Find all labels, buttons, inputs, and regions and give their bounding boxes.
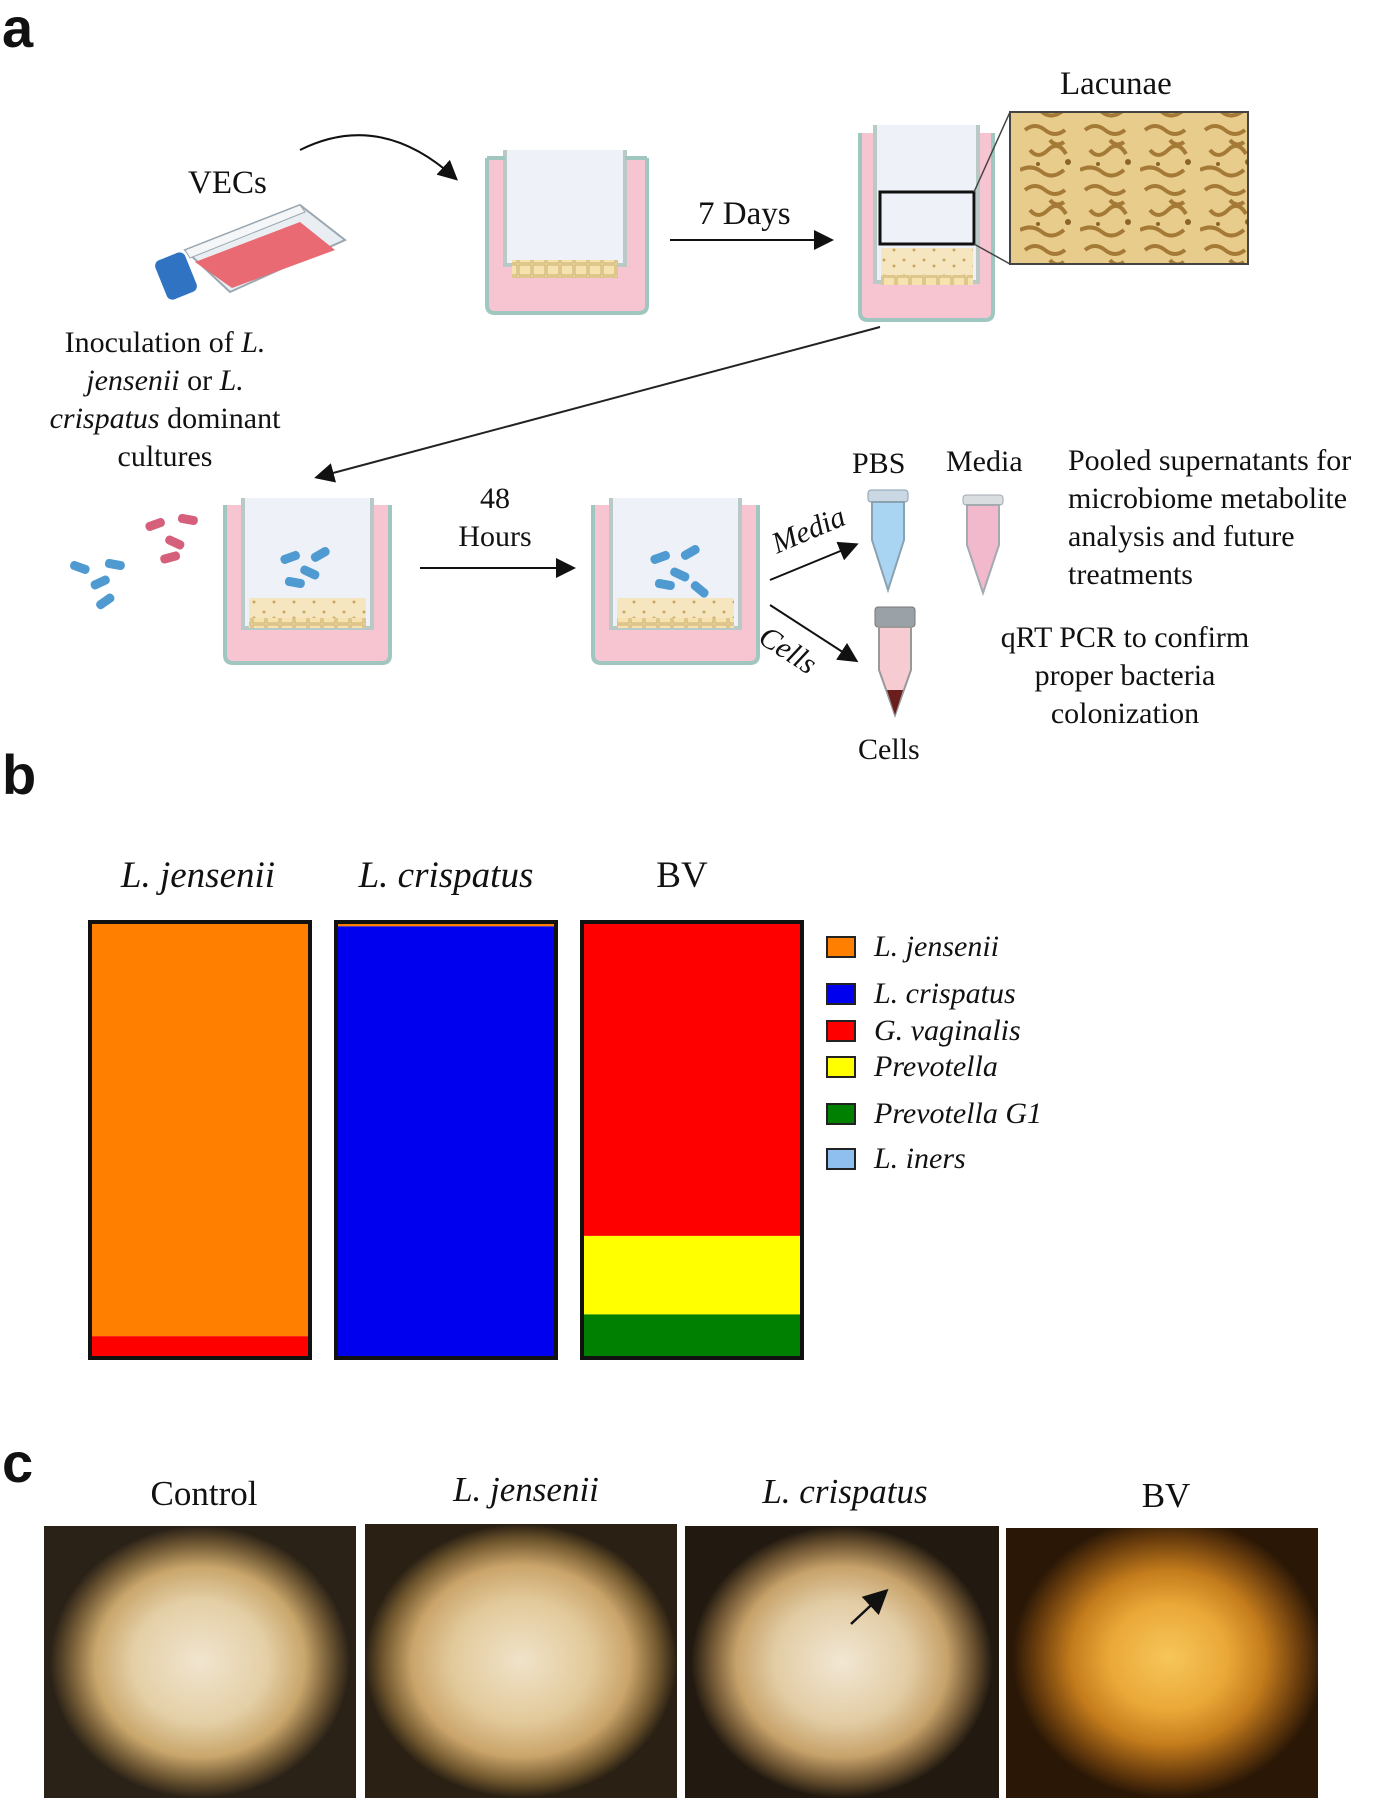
category-label-1: L. crispatus xyxy=(358,855,534,896)
inoculation-text: Inoculation of L. jensenii or L. crispat… xyxy=(49,326,281,473)
legend-item: L. crispatus xyxy=(826,977,1016,1011)
panel-a-schematic xyxy=(70,111,1249,718)
legend-label: Prevotella G1 xyxy=(874,1097,1043,1130)
bar-segment xyxy=(582,922,802,1236)
pooled-supernatants-text: Pooled supernatants for microbiome metab… xyxy=(1068,444,1352,591)
panel-a-letter: a xyxy=(2,0,34,59)
bar-outline xyxy=(88,920,312,1360)
bacteria-icon xyxy=(70,513,198,610)
bar-segment xyxy=(336,926,556,1358)
curved-arrow xyxy=(299,134,458,181)
bar-segment xyxy=(90,1336,310,1358)
legend-swatch xyxy=(826,936,856,958)
transwell-3 xyxy=(223,498,392,665)
legend-label: G. vaginalis xyxy=(874,1014,1021,1047)
bar-segment xyxy=(582,1314,802,1358)
category-label-0: L. jensenii xyxy=(120,855,276,896)
bar-outline xyxy=(334,920,558,1360)
lacunae-image xyxy=(1009,111,1249,265)
culture-flask-icon xyxy=(155,203,347,300)
image-label-control: Control xyxy=(150,1474,258,1513)
transwell-2 xyxy=(858,111,1011,322)
legend-label: L. iners xyxy=(874,1142,966,1175)
cells-tube-label: Cells xyxy=(858,733,920,766)
micrograph-control xyxy=(44,1526,356,1798)
legend-swatch xyxy=(826,1056,856,1078)
legend-label: L. crispatus xyxy=(874,977,1016,1010)
image-label-bv: BV xyxy=(1141,1476,1191,1515)
legend: L. jensenii L. crispatus G. vaginalis Pr… xyxy=(826,930,1126,1190)
micrograph-jensenii xyxy=(365,1524,677,1798)
bar-outline xyxy=(580,920,804,1360)
legend-item: Prevotella xyxy=(826,1050,998,1084)
lacunae-label: Lacunae xyxy=(1060,66,1172,102)
legend-swatch xyxy=(826,1148,856,1170)
legend-label: Prevotella xyxy=(874,1050,998,1083)
transwell-4 xyxy=(591,498,760,665)
diagonal-arrow xyxy=(314,326,881,483)
pbs-tube-icon xyxy=(867,489,909,594)
arrow-media xyxy=(769,541,859,581)
legend-item: L. jensenii xyxy=(826,930,999,964)
legend-swatch xyxy=(826,1103,856,1125)
bar-segment xyxy=(582,1235,802,1315)
legend-item: Prevotella G1 xyxy=(826,1097,1042,1131)
panel-b-letter: b xyxy=(2,743,37,806)
image-label-crispatus: L. crispatus xyxy=(762,1472,928,1511)
media-tube-label: Media xyxy=(946,445,1023,478)
panel-c-letter: c xyxy=(2,1431,34,1494)
legend-item: L. iners xyxy=(826,1142,966,1176)
qrt-pcr-text: qRT PCR to confirm proper bacteria colon… xyxy=(1000,621,1250,730)
transwell-1 xyxy=(485,150,649,315)
bar-segment xyxy=(336,922,556,927)
media-tube-icon xyxy=(962,494,1004,597)
micrograph-bv xyxy=(1006,1528,1318,1798)
vecs-label: VECs xyxy=(188,165,267,201)
category-label-2: BV xyxy=(656,855,708,896)
bar-segment xyxy=(90,922,310,1337)
legend-item: G. vaginalis xyxy=(826,1014,1021,1048)
legend-swatch xyxy=(826,1020,856,1042)
pbs-label: PBS xyxy=(852,447,906,480)
arrow-cells xyxy=(769,604,859,663)
arrow-annotation-icon xyxy=(850,1588,889,1625)
micrograph-crispatus xyxy=(685,1526,999,1798)
cells-tube-icon xyxy=(874,606,916,718)
seven-days-label: 7 Days xyxy=(698,196,791,232)
composition-chart xyxy=(88,920,804,1360)
legend-swatch xyxy=(826,983,856,1005)
legend-label: L. jensenii xyxy=(874,930,999,963)
image-label-jensenii: L. jensenii xyxy=(453,1470,599,1509)
